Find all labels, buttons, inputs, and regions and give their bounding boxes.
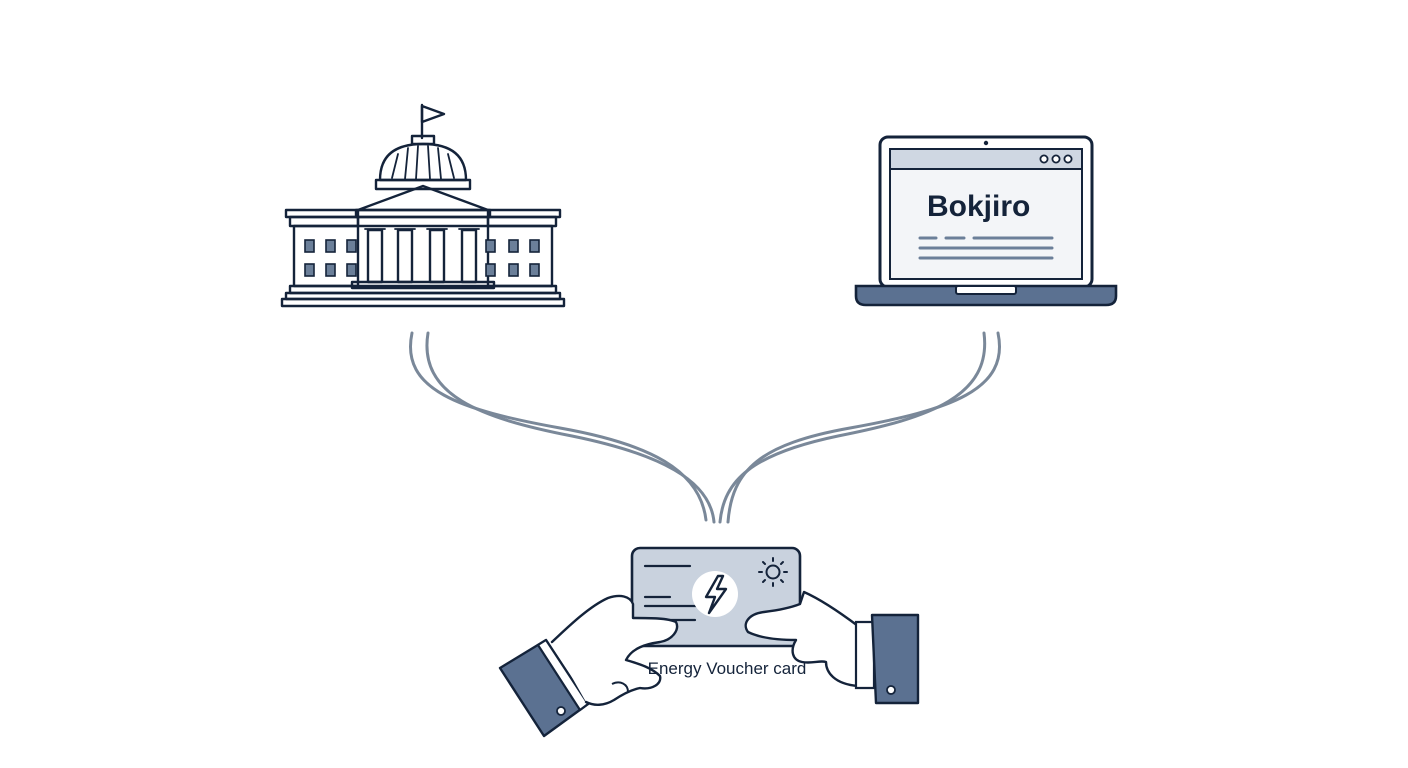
browser-bar — [889, 148, 1083, 170]
screen-title: Bokjiro — [927, 190, 1030, 223]
text-placeholder-lines — [918, 236, 1054, 260]
window-dot-icon — [1063, 154, 1073, 164]
window-dot-icon — [1051, 154, 1061, 164]
hands-icon — [498, 590, 920, 738]
lightning-bolt-icon — [692, 571, 738, 617]
window-dot-icon — [1039, 154, 1049, 164]
sun-icon — [758, 557, 788, 587]
government-building-icon — [280, 103, 566, 308]
cufflink-icon — [886, 685, 896, 695]
connector-lines — [409, 331, 1001, 524]
laptop-icon: Bokjiro — [854, 135, 1118, 307]
card-label: Energy Voucher card — [648, 659, 807, 678]
cufflink-icon — [556, 706, 566, 716]
